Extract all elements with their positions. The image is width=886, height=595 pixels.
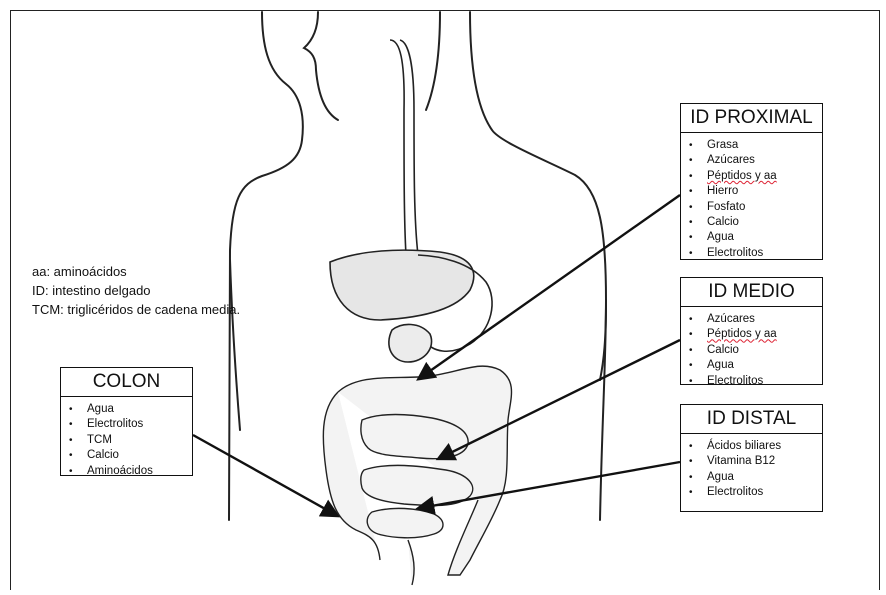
list-item: Péptidos y aa [707,169,816,184]
list-item: Electrolitos [87,417,186,432]
arrow-colon [193,435,336,515]
list-item: Vitamina B12 [707,454,816,469]
list-item: Calcio [707,343,816,358]
list-item: Fosfato [707,200,816,215]
list-item: Péptidos y aa [707,327,816,342]
colon-title: COLON [61,368,192,397]
id-proximal-list: Grasa Azúcares Péptidos y aa Hierro Fosf… [681,133,822,265]
list-item: Agua [707,358,816,373]
list-item: Hierro [707,184,816,199]
id-proximal-title: ID PROXIMAL [681,104,822,133]
id-distal-list: Ácidos biliares Vitamina B12 Agua Electr… [681,434,822,505]
list-item: Aminoácidos [87,464,186,479]
list-item: Azúcares [707,312,816,327]
legend-aa: aa: aminoácidos [32,262,242,281]
list-item: Agua [87,402,186,417]
list-item: Agua [707,230,816,245]
abbreviations-legend: aa: aminoácidos ID: intestino delgado TC… [32,262,242,319]
list-item: Agua [707,470,816,485]
legend-id: ID: intestino delgado [32,281,242,300]
list-item: Calcio [87,448,186,463]
list-item: Azúcares [707,153,816,168]
list-item: Calcio [707,215,816,230]
list-item: Electrolitos [707,485,816,500]
id-medio-title: ID MEDIO [681,278,822,307]
upper-digestive-organs [330,40,492,362]
list-item: Electrolitos [707,246,816,261]
list-item: Electrolitos [707,374,816,389]
colon-box: COLON Agua Electrolitos TCM Calcio Amino… [60,367,193,476]
colon-list: Agua Electrolitos TCM Calcio Aminoácidos [61,397,192,483]
id-medio-list: Azúcares Péptidos y aa Calcio Agua Elect… [681,307,822,393]
list-item: Ácidos biliares [707,439,816,454]
legend-tcm: TCM: triglicéridos de cadena media. [32,300,242,319]
list-item: TCM [87,433,186,448]
intestines [323,366,511,585]
id-distal-title: ID DISTAL [681,405,822,434]
id-distal-box: ID DISTAL Ácidos biliares Vitamina B12 A… [680,404,823,512]
list-item: Grasa [707,138,816,153]
id-medio-box: ID MEDIO Azúcares Péptidos y aa Calcio A… [680,277,823,385]
id-proximal-box: ID PROXIMAL Grasa Azúcares Péptidos y aa… [680,103,823,260]
